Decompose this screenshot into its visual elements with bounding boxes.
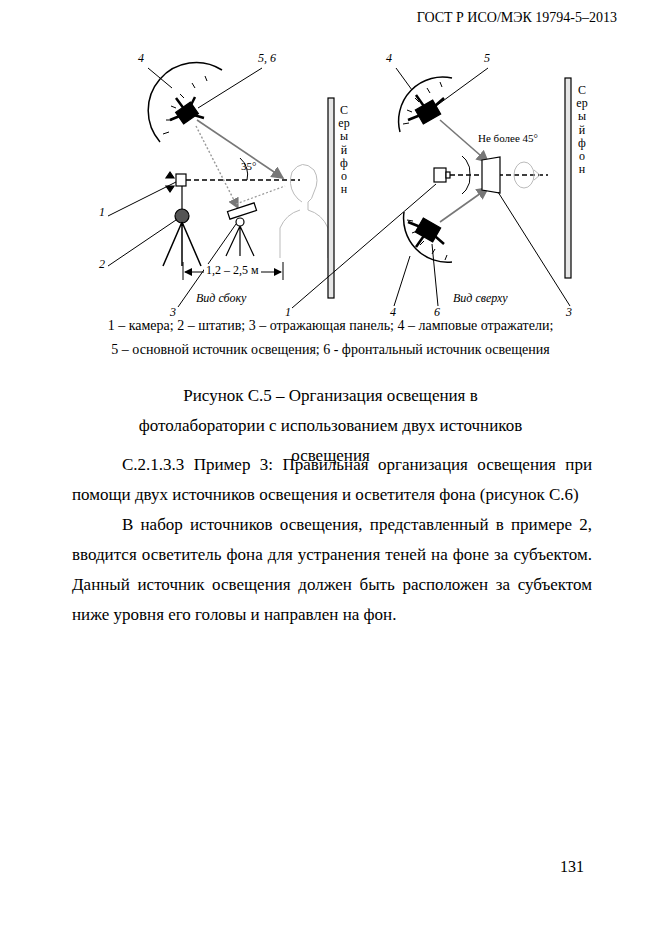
callout-number: 4 xyxy=(390,306,396,320)
callout-number: 5, 6 xyxy=(258,52,276,66)
callout-number: 4 xyxy=(138,52,144,66)
background-label: Серый фон xyxy=(576,84,588,176)
callout-number: 3 xyxy=(170,306,176,320)
callout-number: 4 xyxy=(386,52,392,66)
callout-number: Вид сбоку xyxy=(196,292,246,306)
callout-number: 35° xyxy=(241,160,256,173)
figure-key: 1 – камера; 2 – штатив; 3 – отражающая п… xyxy=(60,318,601,334)
callout-number: 1,2 – 2,5 м xyxy=(204,264,261,278)
callout-number: Вид сверху xyxy=(453,292,508,306)
callout-number: 6 xyxy=(434,306,440,320)
figure-caption: Рисунок С.5 – Организация освещения в фо… xyxy=(120,381,541,471)
background-label: Серый фон xyxy=(338,104,350,196)
callout-number: 5 xyxy=(484,52,490,66)
page-header: ГОСТ Р ИСО/МЭК 19794-5–2013 xyxy=(397,10,617,26)
callout-number: 1 xyxy=(285,306,291,320)
body-paragraph: В набор источников освещения, представле… xyxy=(72,510,592,630)
figure-key: 5 – основной источник освещения; 6 - фро… xyxy=(60,342,601,358)
callout-number: Не более 45° xyxy=(478,132,538,145)
callout-number: 1 xyxy=(99,206,105,220)
callout-number: 3 xyxy=(566,306,572,320)
page-number: 131 xyxy=(560,858,600,876)
callout-number: 2 xyxy=(99,258,105,272)
